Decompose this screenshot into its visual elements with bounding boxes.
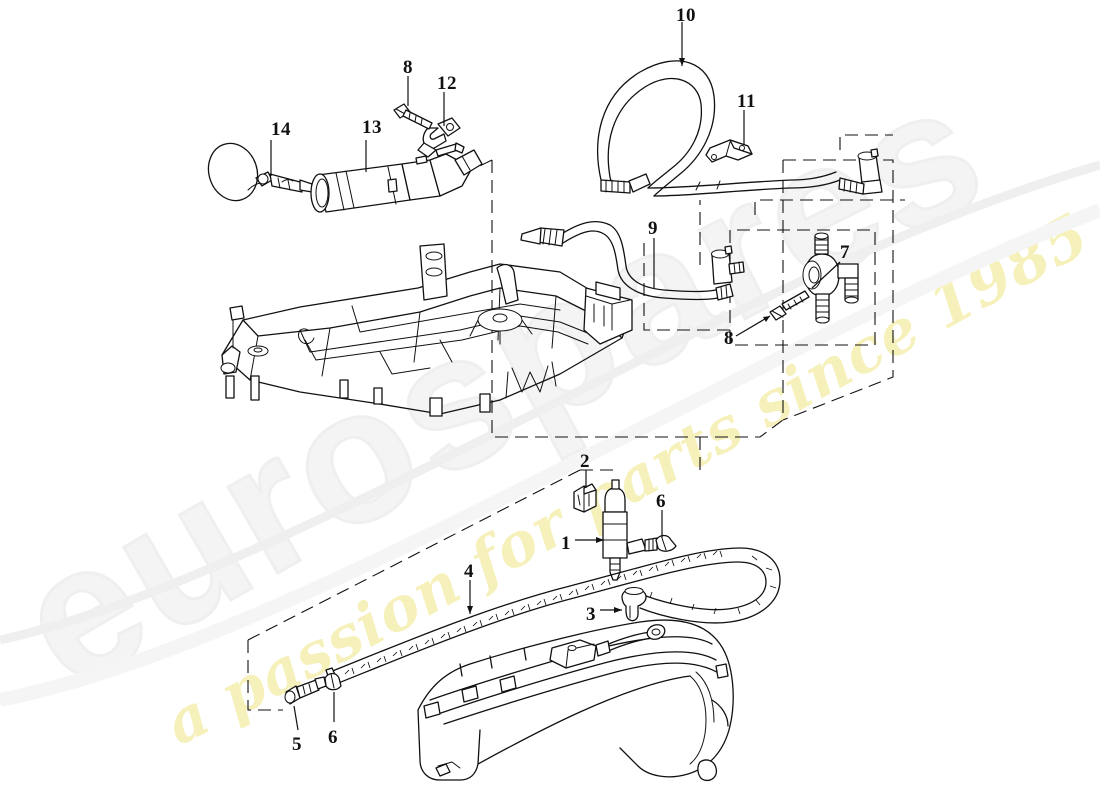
part-14-nozzle-cover-cap — [207, 142, 313, 202]
part-3-rubber-grommet — [621, 587, 647, 622]
callout-number-9: 9 — [648, 218, 658, 239]
callout-number-8-right: 8 — [724, 328, 734, 349]
callout-number-12: 13 — [362, 117, 382, 138]
callout-number-7: 7 — [840, 242, 850, 263]
callout-number-8-top: 8 — [403, 57, 413, 78]
callout-number-13: 12 — [437, 73, 457, 94]
part-11-mounting-bracket — [705, 139, 753, 163]
part-6-hose-clip-lower — [324, 672, 342, 691]
part-8-mounting-screw-top — [393, 103, 433, 130]
callout-number-4: 4 — [464, 561, 474, 582]
callout-leader-lines — [270, 22, 841, 731]
part-1-washer-pump — [602, 479, 658, 581]
callout-number-14: 14 — [271, 119, 291, 140]
assembly-front-cross-member — [220, 243, 633, 417]
callout-number-3: 3 — [586, 604, 596, 625]
callout-number-10: 10 — [676, 5, 696, 26]
part-10-washer-hose-loop — [597, 60, 841, 197]
part-7-distributor-valve — [802, 232, 859, 324]
washer-nozzle-mid — [711, 245, 745, 285]
part-8-mounting-screw-right — [769, 290, 810, 321]
part-2-pump-retaining-clip — [573, 483, 597, 513]
washer-nozzle-upper-right — [838, 148, 883, 195]
part-4-washer-hose-long — [325, 547, 781, 689]
callout-number-5: 5 — [292, 734, 302, 755]
assembly-front-bumper-cover — [417, 619, 734, 782]
callout-number-11: 11 — [737, 91, 756, 112]
callout-number-6-upper: 6 — [656, 491, 666, 512]
part-12-headlight-washer-cylinder — [310, 149, 483, 213]
part-9-washer-hose-short — [520, 221, 734, 301]
callout-number-2: 2 — [580, 451, 590, 472]
part-6-hose-clip-upper — [655, 534, 677, 552]
callout-number-6-lower: 6 — [328, 727, 338, 748]
callout-number-1: 1 — [561, 533, 571, 554]
part-5-hose-connector-fitting — [284, 676, 327, 705]
background-body-sweep — [0, 160, 1100, 707]
